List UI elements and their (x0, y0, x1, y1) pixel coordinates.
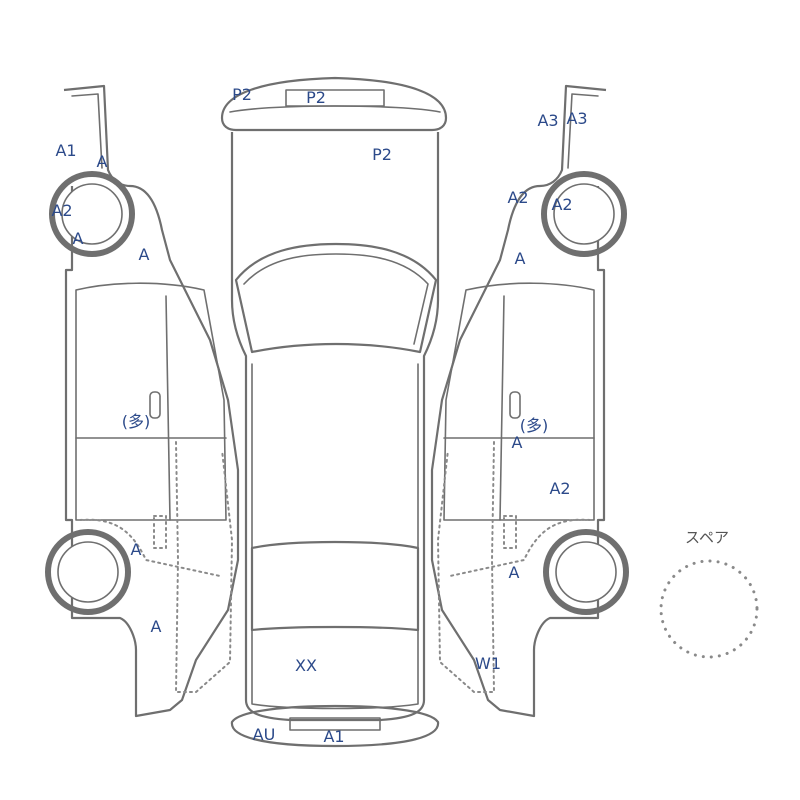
windshield-glass (250, 540, 420, 632)
right-mirror-dotted (503, 515, 517, 549)
mark-right-a3-left: A3 (537, 111, 559, 130)
mark-left-a-mid: A (72, 229, 84, 248)
mark-front-bumper-left: AU (252, 725, 276, 744)
right-tail-inner (567, 93, 599, 169)
mark-right-a3-right: A3 (566, 109, 588, 128)
mark-right-a2-right: A2 (551, 195, 573, 214)
right-door-handle (509, 391, 521, 419)
front-bumper-plate (289, 717, 381, 731)
right-front-tire (543, 529, 629, 615)
mark-left-a-front: A (150, 617, 162, 636)
left-rocker-dotted (79, 518, 221, 577)
left-rear-tire (49, 171, 135, 257)
left-door-handle (149, 391, 161, 419)
mark-right-a-upper: A (514, 249, 526, 268)
spare-tire-icon (659, 559, 759, 659)
left-mirror-dotted (153, 515, 167, 549)
mark-rear-bumper-left: P2 (232, 85, 252, 104)
right-tail (430, 84, 607, 718)
mark-left-a-fender: A (138, 245, 150, 264)
left-front-rim (57, 541, 119, 603)
left-rear-rim (61, 183, 123, 245)
rear-bumper-plate (285, 89, 385, 107)
mark-right-a-door: A (511, 433, 523, 452)
spare-tire-label: スペア (685, 528, 729, 547)
hood-line (251, 629, 419, 710)
rear-glass (234, 242, 438, 354)
mark-right-a-lower: A (508, 563, 520, 582)
left-tail-inner (71, 93, 103, 169)
mark-right-a2-door: A2 (549, 479, 571, 498)
car-left-view (45, 84, 240, 718)
right-door-vert (499, 295, 505, 521)
right-rear-tire (541, 171, 627, 257)
mark-left-a-upper: A (96, 152, 108, 171)
car-top-view (220, 76, 448, 748)
mark-right-a2-left: A2 (507, 188, 529, 207)
right-front-rim (555, 541, 617, 603)
front-bumper (230, 704, 440, 748)
right-rocker-dotted (449, 518, 591, 577)
rear-bumper (220, 76, 448, 132)
rear-bumper-line (229, 105, 441, 113)
mark-left-door: (多) (121, 412, 151, 431)
left-front-dotted (174, 441, 234, 693)
mark-rear-bumper-mid: P2 (306, 88, 326, 107)
left-door-outline (75, 282, 227, 521)
body-outline (230, 132, 440, 722)
right-door-outline (443, 282, 595, 521)
left-front-tire (45, 529, 131, 615)
mark-right-door: (多) (519, 416, 549, 435)
mark-roof: P2 (372, 145, 392, 164)
mark-hood: XX (295, 656, 317, 675)
left-door-vert (165, 295, 171, 521)
rear-glass-inner (243, 253, 429, 345)
mark-left-a2: A2 (51, 201, 73, 220)
right-front-dotted (436, 441, 496, 693)
mark-front-bumper-right: A1 (323, 727, 345, 746)
mark-left-a-lower: A (130, 540, 142, 559)
mark-windshield: W1 (475, 654, 501, 673)
car-right-view (430, 84, 629, 718)
mark-left-a1: A1 (55, 141, 77, 160)
right-rear-rim (553, 183, 615, 245)
